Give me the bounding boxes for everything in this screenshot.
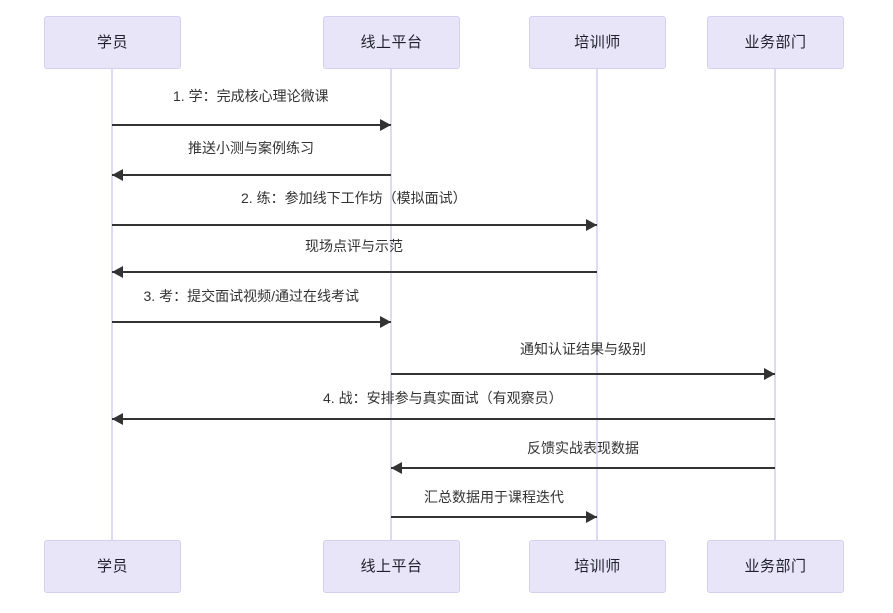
message-arrowhead-8 (391, 462, 402, 474)
message-label-8: 反馈实战表现数据 (527, 440, 639, 456)
message-label-5: 3. 考：提交面试视频/通过在线考试 (143, 288, 359, 304)
actor-box-platform-bottom[interactable]: 线上平台 (323, 540, 460, 593)
message-label-6: 通知认证结果与级别 (520, 341, 646, 357)
actor-label-trainer-bottom: 培训师 (574, 558, 621, 575)
message-line-8 (391, 467, 775, 469)
message-line-2 (112, 174, 391, 176)
message-line-9 (391, 516, 597, 518)
lifeline-trainer (596, 69, 598, 540)
message-arrowhead-1 (380, 119, 391, 131)
actor-box-business-top[interactable]: 业务部门 (707, 16, 844, 69)
actor-label-platform-top: 线上平台 (360, 34, 423, 51)
message-label-7: 4. 战：安排参与真实面试（有观察员） (323, 390, 563, 406)
message-line-6 (391, 373, 775, 375)
message-label-9: 汇总数据用于课程迭代 (424, 489, 564, 505)
message-arrowhead-5 (380, 316, 391, 328)
message-line-1 (112, 124, 391, 126)
message-arrowhead-3 (586, 219, 597, 231)
message-arrowhead-7 (112, 413, 123, 425)
message-arrowhead-6 (764, 368, 775, 380)
actor-label-platform-bottom: 线上平台 (360, 558, 423, 575)
actor-box-trainer-top[interactable]: 培训师 (529, 16, 666, 69)
message-label-4: 现场点评与示范 (305, 238, 403, 254)
actor-label-business-top: 业务部门 (744, 34, 807, 51)
actor-label-business-bottom: 业务部门 (744, 558, 807, 575)
lifeline-platform (390, 69, 392, 540)
actor-box-business-bottom[interactable]: 业务部门 (707, 540, 844, 593)
lifeline-student (111, 69, 113, 540)
message-arrowhead-4 (112, 266, 123, 278)
actor-box-student-top[interactable]: 学员 (44, 16, 181, 69)
actor-box-student-bottom[interactable]: 学员 (44, 540, 181, 593)
message-line-7 (112, 418, 775, 420)
message-arrowhead-2 (112, 169, 123, 181)
lifeline-business (774, 69, 776, 540)
message-line-3 (112, 224, 597, 226)
actor-label-student-top: 学员 (96, 34, 128, 51)
actor-box-trainer-bottom[interactable]: 培训师 (529, 540, 666, 593)
message-label-3: 2. 练：参加线下工作坊（模拟面试） (241, 190, 467, 206)
actor-box-platform-top[interactable]: 线上平台 (323, 16, 460, 69)
message-label-2: 推送小测与案例练习 (188, 140, 314, 156)
message-line-4 (112, 271, 597, 273)
message-label-1: 1. 学：完成核心理论微课 (173, 88, 329, 104)
message-line-5 (112, 321, 391, 323)
actor-label-trainer-top: 培训师 (574, 34, 621, 51)
actor-label-student-bottom: 学员 (96, 558, 128, 575)
message-arrowhead-9 (586, 511, 597, 523)
